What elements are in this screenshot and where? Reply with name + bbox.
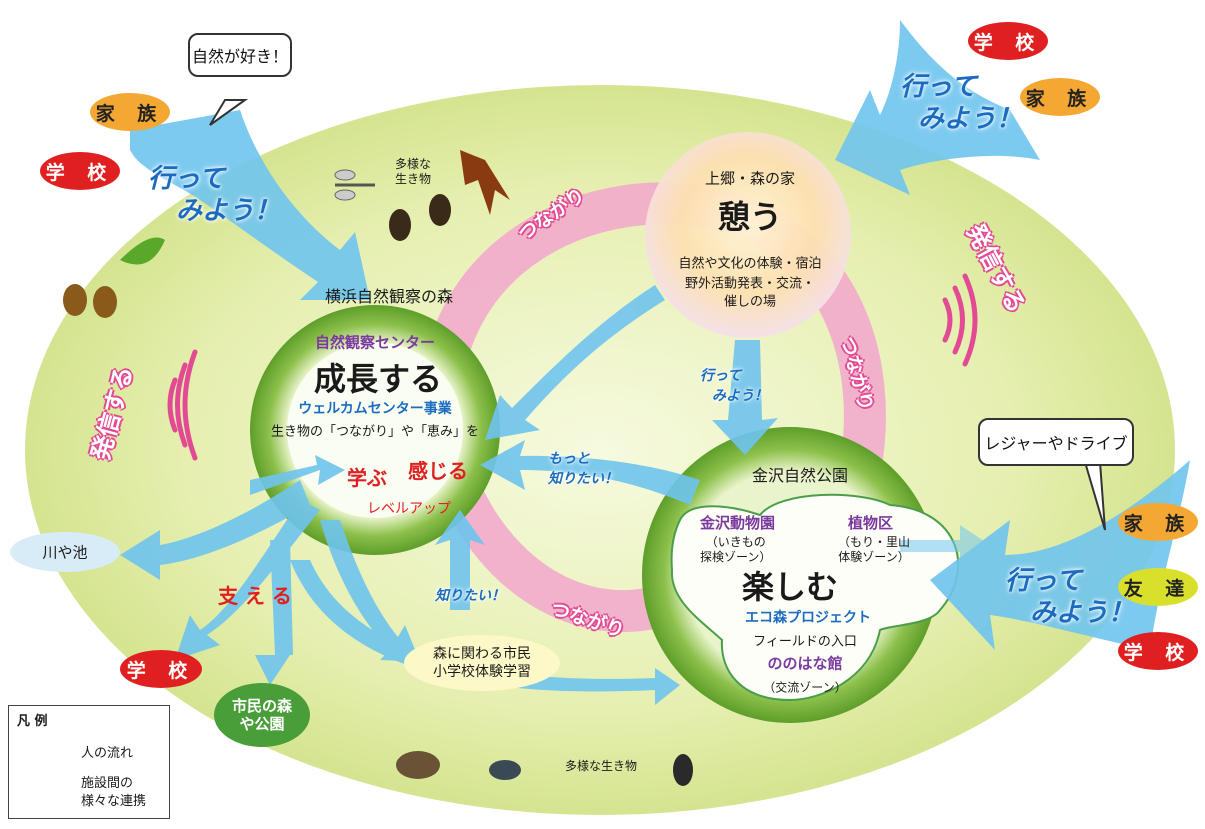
flow-arrow-want-to-know (435, 510, 485, 610)
kamigo-name: 上郷・森の家 (704, 169, 796, 188)
level-up-label: レベルアップ (367, 501, 451, 517)
broadcast-waves-right (942, 273, 978, 367)
lets-go-right-line2: みよう！ (1030, 598, 1135, 628)
lets-go-top-right-line1: 行って (900, 72, 977, 102)
dragonfly-icon (334, 169, 375, 201)
badge-school-right: 学 校 (1118, 632, 1198, 670)
learn-label: 学ぶ (347, 466, 387, 490)
welcome-center-program: ウェルカムセンター事業 (298, 401, 452, 417)
flow-arrows (120, 20, 1190, 705)
legend-link-label-2: 様々な連携 (81, 794, 147, 809)
flow-arrow-left-center (250, 455, 345, 495)
flow-arrow-to-forest (255, 540, 293, 685)
crab-icon (489, 760, 521, 780)
badge-family-left: 家 族 (90, 93, 170, 131)
kanazawa-main-verb: 楽しむ (741, 568, 839, 606)
hawk-icon (460, 150, 510, 215)
center-desc: 生き物の「つながり」や「恵み」を (270, 424, 480, 440)
connection-ring (418, 182, 886, 633)
want-more-line2: 知りたい！ (548, 471, 618, 487)
kanazawa-park-label: 金沢自然公園 (752, 466, 849, 485)
field-entry: フィールドの入口 (753, 634, 857, 650)
lets-go-inner-line1: 行って (700, 368, 742, 384)
badge-family-top-right: 家 族 (1020, 78, 1100, 116)
badge-school-destination: 学 校 (120, 650, 202, 688)
legend: 凡 例 人の流れ 施設間の 様々な連携 (8, 705, 170, 819)
flow-arrow-want-more (480, 440, 700, 505)
flow-arrow-kamigo-center (485, 285, 665, 440)
citizens-label: 森に関わる市民 小学校体験学習 (433, 646, 531, 680)
support-label: 支 え る (218, 584, 292, 608)
kamigo-desc-1: 自然や文化の体験・宿泊 (678, 256, 822, 272)
lets-go-inner-line2: みよう！ (712, 388, 768, 404)
kamigo-circle (645, 132, 851, 338)
legend-title: 凡 例 (17, 714, 48, 729)
lets-go-left-line1: 行って (148, 164, 225, 194)
citizens-bubble (404, 635, 560, 691)
badge-friends-right: 友 達 (1118, 568, 1198, 606)
flow-arrow-top-right (835, 20, 1040, 195)
botanical-label: 植物区 (848, 514, 894, 532)
biodiversity-bottom: 多様な生き物 (565, 759, 638, 773)
want-to-know: 知りたい！ (435, 588, 505, 604)
kamigo-desc-2: 野外活動発表・交流・ (684, 276, 816, 292)
badge-family-right: 家 族 (1118, 503, 1198, 541)
badge-school-top-right: 学 校 (968, 22, 1048, 60)
forest-label: 横浜自然観察の森 (325, 287, 454, 306)
lets-go-right-line1: 行って (1005, 566, 1082, 596)
legend-link-label-1: 施設間の (81, 776, 134, 791)
citizen-forest-bubble (214, 683, 310, 747)
want-more-line1: もっと (548, 451, 590, 467)
legend-flow-label: 人の流れ (81, 746, 134, 761)
speech-bubble-love-nature: 自然が好き！ (188, 33, 292, 77)
biodiversity-top: 多様な 生き物 (395, 157, 432, 186)
duck-icon (396, 751, 440, 779)
flow-arrow-top-left (130, 110, 370, 300)
badge-school-left: 学 校 (40, 152, 120, 190)
lets-go-left-line2: みよう！ (176, 196, 281, 226)
citizen-forest-label: 市民の森 や公園 (231, 697, 293, 733)
center-facility-name: 自然観察センター (314, 333, 436, 352)
kamigo-desc-3: 催しの場 (723, 294, 777, 310)
eco-forest-project: エコ森プロジェクト (745, 610, 871, 626)
kanazawa-flower (670, 493, 960, 702)
flow-arrow-kamigo-kanazawa (712, 340, 778, 455)
feel-label: 感じる (408, 459, 468, 483)
zoo-zone: （いきもの 探検ゾーン） (700, 535, 772, 564)
river-bubble (10, 532, 120, 572)
broadcast-waves-left (167, 349, 198, 461)
flow-arrow-right (930, 460, 1190, 650)
beetle-icon (389, 194, 451, 241)
nonohana-zone: （交流ゾーン） (763, 680, 847, 695)
acorn-icon (63, 237, 165, 318)
flow-arrow-inner-right (900, 525, 990, 565)
zoo-label: 金沢動物園 (700, 514, 776, 532)
botanical-zone: （もり・里山 体験ゾーン） (838, 535, 911, 564)
speech-bubble-leisure: レジャーやドライブ (978, 418, 1134, 466)
lets-go-top-right-line2: みよう！ (918, 104, 1023, 134)
center-main-verb: 成長する (313, 360, 443, 398)
firefly-icon (673, 754, 693, 786)
flow-arrow-to-river (120, 480, 310, 580)
kamigo-main-verb: 憩う (717, 198, 783, 236)
nonohana-label: ののはな館 (767, 654, 843, 673)
flow-arrow-to-citizens (320, 520, 420, 662)
river-label: 川や池 (42, 543, 88, 562)
